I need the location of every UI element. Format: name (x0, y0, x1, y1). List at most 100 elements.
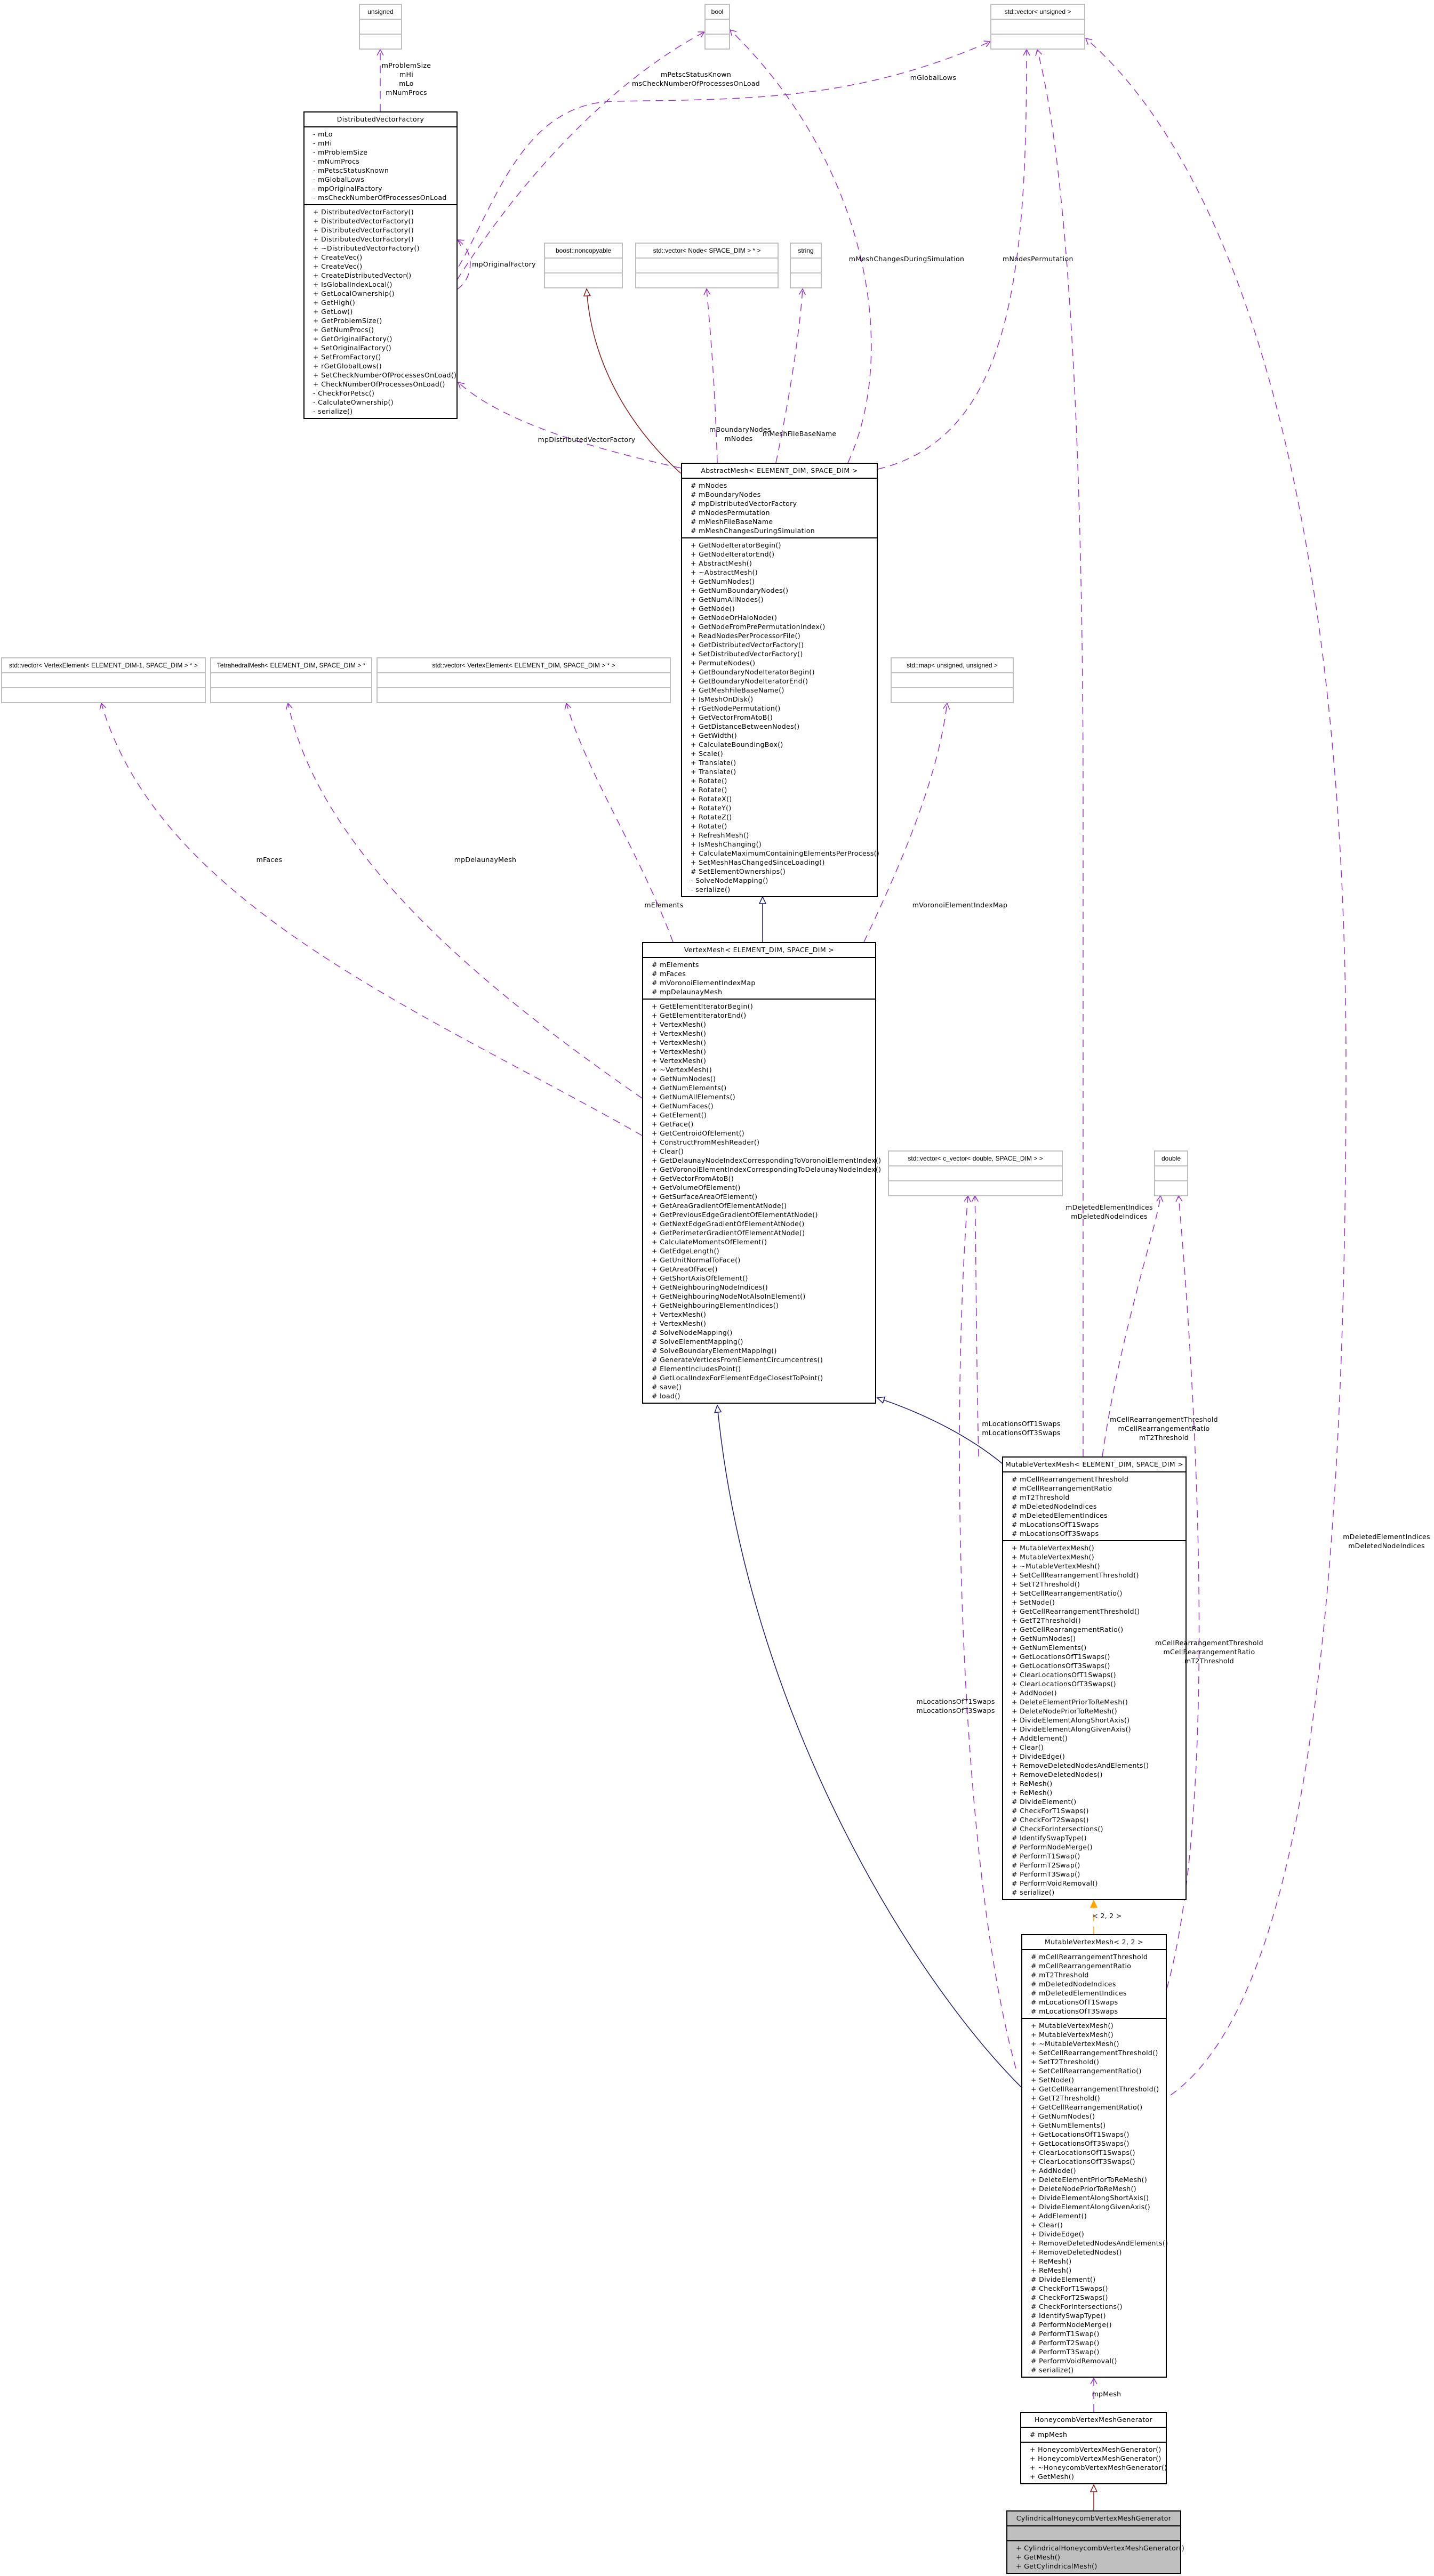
class-method[interactable]: + DeleteNodePriorToReMesh() (1012, 1707, 1117, 1715)
class-method[interactable]: # DivideElement() (1031, 2275, 1096, 2283)
class-attribute[interactable]: - mPetscStatusKnown (313, 166, 389, 174)
class-method[interactable]: + SetOriginalFactory() (313, 344, 392, 352)
class-method[interactable]: + VertexMesh() (652, 1020, 707, 1028)
class-title[interactable]: boost::noncopyable (555, 247, 612, 254)
class-method[interactable]: + Translate() (691, 759, 736, 767)
class-title[interactable]: double (1161, 1155, 1181, 1162)
class-method[interactable]: + DeleteElementPriorToReMesh() (1012, 1698, 1128, 1706)
class-title[interactable]: AbstractMesh< ELEMENT_DIM, SPACE_DIM > (701, 466, 858, 474)
class-method[interactable]: + GetMeshFileBaseName() (691, 686, 784, 694)
class-attribute[interactable]: # mNodes (691, 481, 727, 489)
class-attribute[interactable]: # mCellRearrangementThreshold (1012, 1475, 1129, 1483)
class-method[interactable]: + ClearLocationsOfT1Swaps() (1031, 2148, 1135, 2156)
class-title[interactable]: CylindricalHoneycombVertexMeshGenerator (1016, 2514, 1172, 2522)
class-attribute[interactable]: - mpOriginalFactory (313, 184, 382, 192)
class-attribute[interactable]: # mBoundaryNodes (691, 490, 761, 498)
class-method[interactable]: + DeleteElementPriorToReMesh() (1031, 2176, 1148, 2184)
class-method[interactable]: + SetDistributedVectorFactory() (691, 650, 803, 658)
class-vertex-mesh[interactable]: VertexMesh< ELEMENT_DIM, SPACE_DIM ># mE… (642, 942, 882, 1404)
class-method[interactable]: + GetCellRearrangementThreshold() (1031, 2085, 1159, 2093)
class-method[interactable]: + GetNeighbouringNodeNotAlsoInElement() (652, 1292, 806, 1300)
class-method[interactable]: + GetNumNodes() (652, 1075, 716, 1083)
class-title[interactable]: MutableVertexMesh< 2, 2 > (1045, 1938, 1143, 1946)
class-method[interactable]: + GetProblemSize() (313, 317, 382, 325)
class-attribute[interactable]: # mCellRearrangementRatio (1031, 1962, 1132, 1970)
class-method[interactable]: + GetNumNodes() (691, 577, 755, 585)
class-method[interactable]: + SetNode() (1012, 1598, 1055, 1606)
class-method[interactable]: + GetVectorFromAtoB() (652, 1174, 734, 1182)
class-attribute[interactable]: # mLocationsOfT3Swaps (1031, 2007, 1118, 2015)
class-method[interactable]: + GetNeighbouringNodeIndices() (652, 1283, 768, 1291)
class-method[interactable]: # PerformVoidRemoval() (1031, 2357, 1117, 2365)
class-attribute[interactable]: # mNodesPermutation (691, 509, 770, 517)
class-method[interactable]: + CheckNumberOfProcessesOnLoad() (313, 380, 445, 388)
class-method[interactable]: + CalculateBoundingBox() (691, 740, 783, 748)
class-method[interactable]: + DistributedVectorFactory() (313, 217, 414, 225)
class-method[interactable]: # CheckForIntersections() (1031, 2303, 1123, 2311)
class-method[interactable]: + GetOriginalFactory() (313, 335, 392, 343)
class-method[interactable]: + SetCellRearrangementThreshold() (1012, 1571, 1139, 1579)
class-method[interactable]: + ~MutableVertexMesh() (1012, 1562, 1100, 1570)
class-method[interactable]: + MutableVertexMesh() (1031, 2031, 1114, 2039)
class-title[interactable]: std::vector< c_vector< double, SPACE_DIM… (908, 1155, 1043, 1162)
class-method[interactable]: + CreateVec() (313, 253, 363, 261)
class-attribute[interactable]: # mpMesh (1030, 2430, 1068, 2438)
class-method[interactable]: + ReMesh() (1012, 1789, 1053, 1797)
class-title[interactable]: DistributedVectorFactory (337, 115, 424, 123)
class-method[interactable]: + Clear() (1031, 2221, 1063, 2229)
class-method[interactable]: # PerformT2Swap() (1012, 1861, 1080, 1869)
class-method[interactable]: + RotateZ() (691, 813, 732, 821)
class-title[interactable]: MutableVertexMesh< ELEMENT_DIM, SPACE_DI… (1005, 1460, 1184, 1468)
class-method[interactable]: # DivideElement() (1012, 1798, 1077, 1806)
class-method[interactable]: + VertexMesh() (652, 1057, 707, 1065)
class-method[interactable]: + GetMesh() (1030, 2473, 1075, 2481)
class-method[interactable]: # load() (652, 1392, 680, 1400)
class-method[interactable]: + GetElementIteratorEnd() (652, 1011, 747, 1019)
class-method[interactable]: + Scale() (691, 750, 723, 758)
class-method[interactable]: + IsGlobalIndexLocal() (313, 280, 392, 288)
class-method[interactable]: + AddNode() (1031, 2167, 1076, 2175)
class-method[interactable]: + HoneycombVertexMeshGenerator() (1030, 2454, 1161, 2462)
class-method[interactable]: - CheckForPetsc() (313, 389, 375, 397)
class-method[interactable]: + DivideEdge() (1031, 2230, 1085, 2238)
class-attribute[interactable]: # mDeletedNodeIndices (1012, 1502, 1097, 1510)
class-abstract-mesh[interactable]: AbstractMesh< ELEMENT_DIM, SPACE_DIM > # … (681, 463, 879, 897)
class-method[interactable]: + AbstractMesh() (691, 559, 752, 567)
class-method[interactable]: + GetAreaGradientOfElementAtNode() (652, 1202, 787, 1210)
class-method[interactable]: + GetFace() (652, 1120, 694, 1128)
class-method[interactable]: + ~VertexMesh() (652, 1066, 712, 1074)
class-method[interactable]: + GetMesh() (1016, 2553, 1061, 2561)
class-method[interactable]: + GetDelaunayNodeIndexCorrespondingToVor… (652, 1156, 882, 1164)
class-attribute[interactable]: # mCellRearrangementRatio (1012, 1484, 1112, 1492)
class-method[interactable]: + GetVoronoiElementIndexCorrespondingToD… (652, 1165, 882, 1173)
class-attribute[interactable]: - msCheckNumberOfProcessesOnLoad (313, 194, 447, 202)
class-method[interactable]: + SetCellRearrangementRatio() (1031, 2067, 1142, 2075)
class-method[interactable]: + rGetGlobalLows() (313, 362, 382, 370)
class-method[interactable]: + GetNumNodes() (1031, 2112, 1095, 2120)
class-method[interactable]: # PerformNodeMerge() (1012, 1843, 1093, 1851)
class-method[interactable]: # PerformNodeMerge() (1031, 2321, 1112, 2329)
class-method[interactable]: + ClearLocationsOfT1Swaps() (1012, 1671, 1116, 1679)
class-method[interactable]: + GetNodeOrHaloNode() (691, 614, 778, 622)
class-method[interactable]: - serialize() (691, 885, 731, 893)
class-method[interactable]: + SetCellRearrangementThreshold() (1031, 2049, 1158, 2057)
class-attribute[interactable]: # mT2Threshold (1012, 1493, 1070, 1501)
class-cylindrical-honeycomb-vertex-mesh-generator[interactable]: CylindricalHoneycombVertexMeshGenerator +… (1006, 2510, 1184, 2574)
class-title[interactable]: bool (711, 8, 724, 15)
class-method[interactable]: + GetCellRearrangementThreshold() (1012, 1607, 1140, 1615)
class-method[interactable]: + GetNodeIteratorEnd() (691, 550, 775, 558)
class-method[interactable]: + SetCellRearrangementRatio() (1012, 1589, 1123, 1597)
class-method[interactable]: + GetNumProcs() (313, 326, 374, 334)
class-method[interactable]: + DistributedVectorFactory() (313, 208, 414, 216)
class-method[interactable]: + CreateVec() (313, 262, 363, 270)
class-attribute[interactable]: # mDeletedElementIndices (1031, 1989, 1127, 1997)
class-method[interactable]: + AddElement() (1031, 2212, 1087, 2220)
class-method[interactable]: + VertexMesh() (652, 1319, 707, 1327)
class-method[interactable]: + ConstructFromMeshReader() (652, 1138, 760, 1146)
class-method[interactable]: + PermuteNodes() (691, 659, 756, 667)
class-method[interactable]: + GetBoundaryNodeIteratorBegin() (691, 668, 815, 676)
class-method[interactable]: + ReadNodesPerProcessorFile() (691, 632, 800, 640)
class-method[interactable]: + RefreshMesh() (691, 831, 749, 839)
class-method[interactable]: + Rotate() (691, 822, 727, 830)
class-method[interactable]: + GetLocationsOfT1Swaps() (1012, 1653, 1110, 1661)
